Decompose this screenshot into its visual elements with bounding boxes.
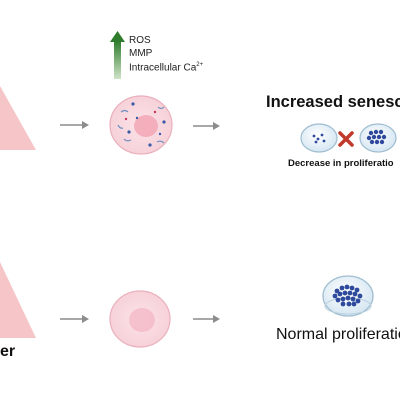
calcium-label: Intracellular Ca2+	[129, 62, 203, 73]
calcium-label-superscript: 2+	[196, 62, 204, 68]
top-stress-triangle	[0, 86, 36, 150]
dense-culture-dish-icon	[359, 123, 397, 153]
normal-culture-dish-icon	[322, 275, 374, 317]
top-arrow-2	[193, 122, 220, 130]
proliferation-decrease-caption: Decrease in proliferatio	[288, 158, 394, 169]
calcium-label-text: Intracellular Ca	[129, 62, 197, 74]
decrease-cross-icon	[338, 131, 354, 147]
normal-proliferation-title: Normal proliferatio	[276, 326, 400, 343]
ros-label: ROS	[129, 35, 151, 46]
bottom-stress-triangle	[0, 262, 36, 338]
bottom-arrow-1	[60, 315, 89, 323]
normal-cell-icon	[109, 290, 171, 348]
mmp-label: MMP	[129, 48, 153, 59]
senescence-title: Increased senesce	[266, 93, 400, 111]
cut-off-left-label: er	[0, 343, 16, 360]
top-arrow-1	[60, 121, 89, 129]
stressed-cell-icon	[109, 95, 173, 155]
increase-arrow-icon	[110, 31, 125, 79]
bottom-arrow-2	[193, 315, 220, 323]
sparse-culture-dish-icon	[300, 123, 338, 153]
